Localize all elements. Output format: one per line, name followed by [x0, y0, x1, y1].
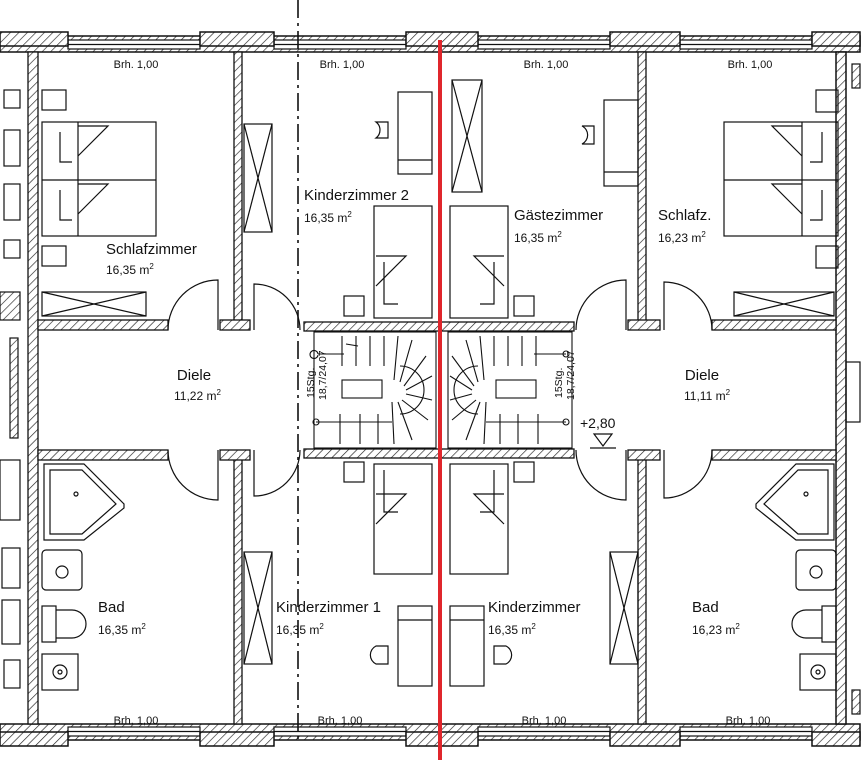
stair-dimension-label: 18,7/24,07: [317, 350, 329, 400]
desks-chairs: [369, 91, 639, 687]
level-marker-label: +2,80: [580, 415, 616, 431]
bathroom-left: [41, 463, 125, 691]
room-name: Diele: [177, 367, 211, 384]
room-name: Kinderzimmer 2: [304, 187, 409, 204]
stair-steps-label: 15Stg.: [305, 368, 317, 398]
right-neighbor-fragment: [845, 63, 861, 715]
door-swings: [167, 279, 713, 501]
double-bed-right: [723, 89, 839, 269]
window-label: Brh. 1,00: [320, 59, 365, 71]
single-beds: [343, 205, 535, 575]
room-area: 16,23 m2: [658, 230, 706, 245]
staircase-left: [309, 331, 437, 449]
room-name: Bad: [692, 599, 719, 616]
window-label: Brh. 1,00: [726, 715, 771, 727]
window-pier-blocks-top: [0, 31, 861, 47]
room-labels: Schlafzimmer 16,35 m2 Kinderzimmer 2 16,…: [98, 187, 740, 637]
room-area: 16,35 m2: [106, 262, 154, 277]
window-label: Brh. 1,00: [728, 59, 773, 71]
staircase-right: [447, 331, 573, 449]
stair-labels: 15Stg. 18,7/24,07 15Stg. 18,7/24,07: [305, 350, 577, 400]
room-area: 16,23 m2: [692, 622, 740, 637]
window-label: Brh. 1,00: [524, 59, 569, 71]
room-area: 11,11 m2: [684, 388, 731, 403]
window-label: Brh. 1,00: [318, 715, 363, 727]
room-area: 16,35 m2: [98, 622, 146, 637]
room-name: Kinderzimmer 1: [276, 599, 381, 616]
room-name: Diele: [685, 367, 719, 384]
window-label: Brh. 1,00: [114, 715, 159, 727]
room-area: 11,22 m2: [174, 388, 221, 403]
left-neighbor-fragment: [0, 89, 21, 689]
room-area: 16,35 m2: [514, 230, 562, 245]
double-bed-left: [41, 89, 157, 267]
window-label: Brh. 1,00: [522, 715, 567, 727]
bathroom-right: [755, 463, 837, 691]
window-pier-blocks-bottom: [0, 731, 861, 747]
room-name: Kinderzimmer: [488, 599, 581, 616]
window-label: Brh. 1,00: [114, 59, 159, 71]
stair-dimension-label: 18,7/24,07: [565, 350, 577, 400]
room-name: Gästezimmer: [514, 207, 603, 224]
room-area: 16,35 m2: [488, 622, 536, 637]
room-area: 16,35 m2: [276, 622, 324, 637]
room-name: Schlafz.: [658, 207, 711, 224]
window-sill-labels: Brh. 1,00 Brh. 1,00 Brh. 1,00 Brh. 1,00 …: [114, 59, 773, 727]
stair-steps-label: 15Stg.: [553, 368, 565, 398]
level-marker-symbol: [590, 433, 616, 449]
room-area: 16,35 m2: [304, 210, 352, 225]
wardrobes: [41, 79, 835, 665]
room-name: Bad: [98, 599, 125, 616]
room-name: Schlafzimmer: [106, 241, 197, 258]
